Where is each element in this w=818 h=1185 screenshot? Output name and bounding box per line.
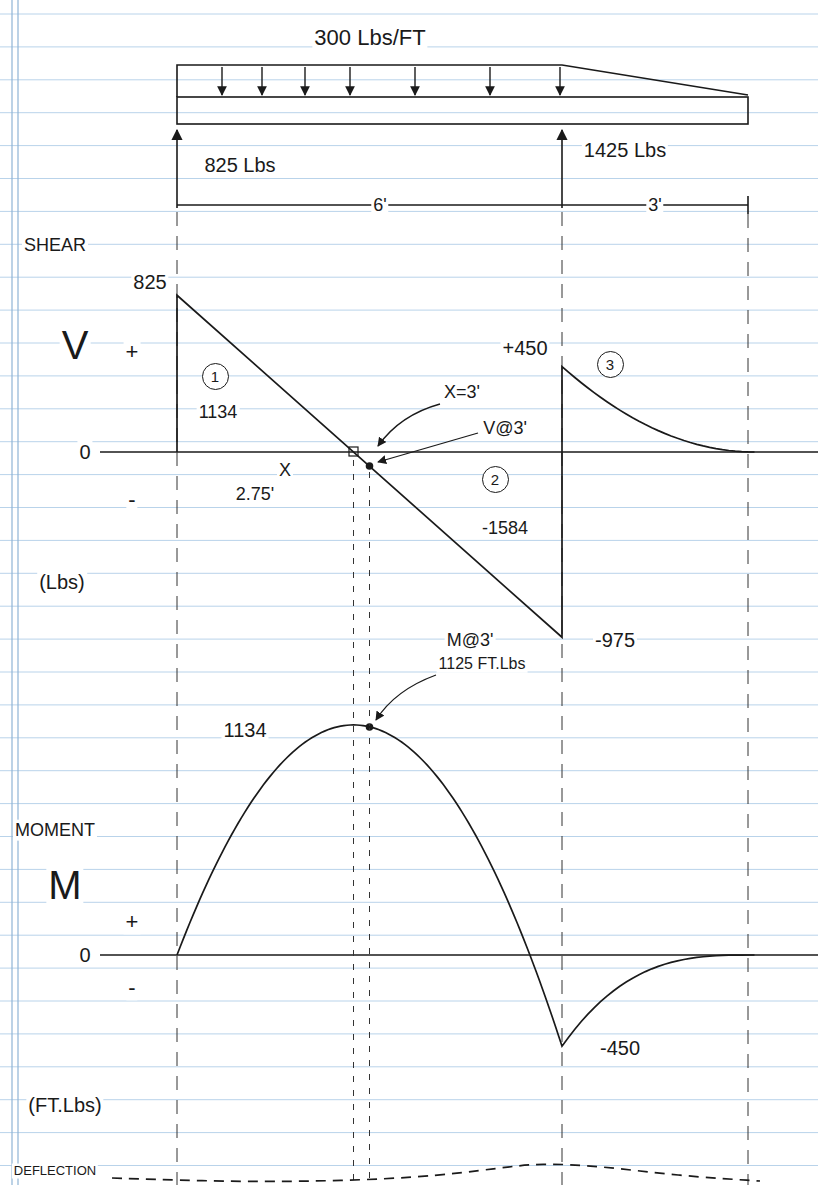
ruled-line xyxy=(0,211,818,212)
callout-note: V@3' xyxy=(481,418,529,439)
sign-mark: + xyxy=(124,909,141,934)
ruled-line xyxy=(0,770,818,771)
ruled-line xyxy=(0,540,818,541)
moment-value: 1134 xyxy=(221,719,268,742)
ruled-line xyxy=(0,507,818,508)
ruled-line xyxy=(0,1099,818,1100)
ruled-line xyxy=(0,935,818,936)
axis-title: DEFLECTION xyxy=(12,1164,98,1179)
notebook-ruling xyxy=(0,14,818,1166)
load-arrow xyxy=(414,67,415,95)
axis-title: MOMENT xyxy=(13,820,97,841)
ruled-line xyxy=(0,1001,818,1002)
margin-line xyxy=(17,0,18,1185)
dimension: 2.75' xyxy=(234,484,276,505)
guide-line xyxy=(748,214,749,1185)
ruled-line xyxy=(0,474,818,475)
area-value: -1584 xyxy=(480,518,530,539)
guide-line xyxy=(353,460,354,1185)
region-number-circle: 3 xyxy=(597,351,624,378)
dimension: X xyxy=(277,460,293,481)
load-outline xyxy=(177,65,748,97)
dimension: 6' xyxy=(371,195,388,216)
reaction-label: 825 Lbs xyxy=(202,154,277,177)
ruled-line xyxy=(0,112,818,113)
sign-mark: - xyxy=(126,487,137,512)
ruled-line xyxy=(0,244,818,245)
ruled-line xyxy=(0,573,818,574)
ruled-line xyxy=(0,178,818,179)
region-number: 2 xyxy=(491,472,499,487)
ruled-line xyxy=(0,968,818,969)
callout-note: X=3' xyxy=(442,382,482,403)
sign-mark: + xyxy=(124,339,141,364)
region-number: 1 xyxy=(211,369,219,384)
dimension-tick xyxy=(747,196,749,214)
deflection-curve xyxy=(112,1164,760,1181)
load-label: 300 Lbs/FT xyxy=(312,25,427,50)
moment-diagram xyxy=(177,725,755,1046)
unit-label: (FT.Lbs) xyxy=(26,1094,103,1117)
dimension: 3' xyxy=(646,195,663,216)
load-arrow xyxy=(349,67,350,95)
load-arrow xyxy=(261,67,262,95)
load-arrow xyxy=(559,67,560,95)
callout-note: M@3' xyxy=(445,630,496,651)
guide-line xyxy=(369,472,370,1185)
sign-mark: - xyxy=(126,975,137,1000)
ruled-line xyxy=(0,836,818,837)
ruled-line xyxy=(0,310,818,311)
ruled-line xyxy=(0,375,818,376)
leader-line xyxy=(378,433,478,462)
ruled-line xyxy=(0,606,818,607)
beam xyxy=(177,97,748,124)
ruled-line xyxy=(0,14,818,15)
shear-diagram xyxy=(177,295,755,637)
load-arrow xyxy=(221,67,222,95)
region-number-circle: 2 xyxy=(482,466,509,493)
axis-zero: 0 xyxy=(77,441,92,464)
ruled-line xyxy=(0,737,818,738)
ruled-line xyxy=(0,1165,818,1166)
region-number-circle: 1 xyxy=(202,363,229,390)
axis-symbol: M xyxy=(46,862,83,908)
axis-zero: 0 xyxy=(77,944,92,967)
ruled-line xyxy=(0,441,818,442)
ruled-line xyxy=(0,704,818,705)
shear-axis xyxy=(100,451,818,453)
shear-value: -975 xyxy=(593,629,637,652)
ruled-line xyxy=(0,408,818,409)
ruled-line xyxy=(0,803,818,804)
shear-value: +450 xyxy=(500,337,549,360)
load-arrow xyxy=(489,67,490,95)
reaction-arrow xyxy=(176,130,178,208)
region-number: 3 xyxy=(606,357,614,372)
load-arrow xyxy=(304,67,305,95)
reaction-arrow xyxy=(561,130,563,208)
callout-note: 1125 FT.Lbs xyxy=(437,655,528,673)
ruled-line xyxy=(0,869,818,870)
moment-value: -450 xyxy=(598,1037,642,1060)
ruled-line xyxy=(0,672,818,673)
shear-value: 825 xyxy=(131,271,168,294)
leader-line xyxy=(378,404,440,446)
ruled-line xyxy=(0,277,818,278)
area-value: 1134 xyxy=(197,402,240,423)
margin-line xyxy=(11,0,12,1185)
leader-line xyxy=(376,675,436,720)
unit-label: (Lbs) xyxy=(37,571,87,594)
axis-title: SHEAR xyxy=(22,235,88,256)
guide-line xyxy=(562,212,563,1185)
ruled-line xyxy=(0,639,818,640)
ruled-line xyxy=(0,145,818,146)
ruled-line xyxy=(0,902,818,903)
axis-symbol: V xyxy=(60,322,91,368)
ruled-line xyxy=(0,1066,818,1067)
reaction-label: 1425 Lbs xyxy=(582,139,668,162)
ruled-line xyxy=(0,1132,818,1133)
ruled-line xyxy=(0,79,818,80)
ruled-line xyxy=(0,1033,818,1034)
